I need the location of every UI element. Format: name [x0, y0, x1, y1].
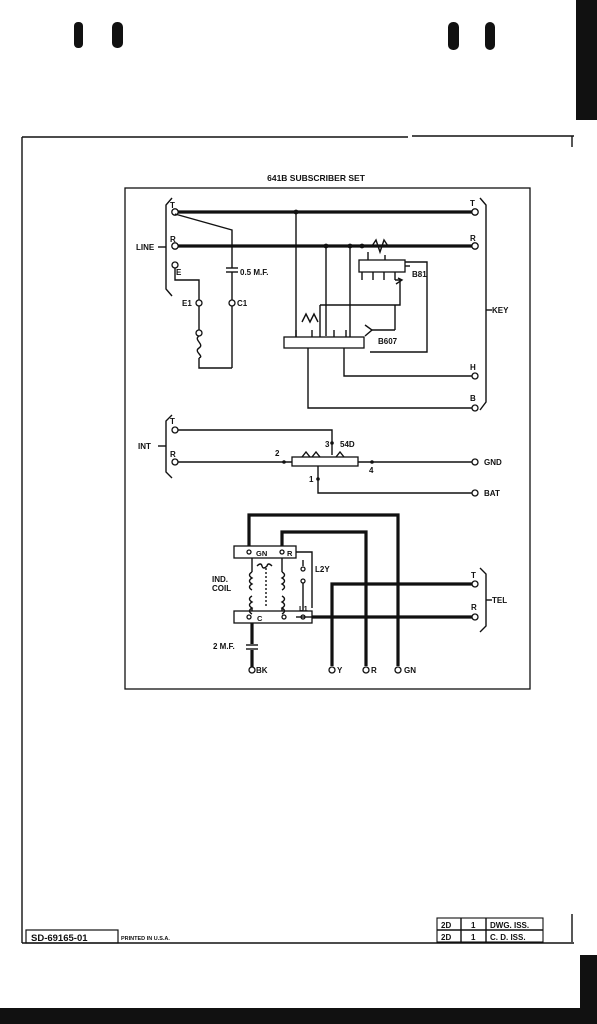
- gn-strip-label: GN: [256, 549, 267, 558]
- r-strip-label: R: [287, 549, 293, 558]
- drawing-border: [21, 135, 574, 944]
- c1-terminal: [228, 299, 236, 307]
- rev-2-number: 1: [471, 933, 476, 942]
- key-r-terminal: [471, 242, 479, 250]
- scan-edge-bottom: [580, 955, 597, 1024]
- gnd-label: GND: [484, 458, 502, 467]
- e1-terminal: [195, 299, 203, 307]
- key-r-label: R: [470, 234, 476, 243]
- e1-label: E1: [182, 299, 192, 308]
- gn-bottom-label: GN: [404, 666, 416, 675]
- n3-label: 3: [325, 440, 330, 449]
- b607-switch: [283, 336, 365, 349]
- printed-note: PRINTED IN U.S.A.: [121, 936, 170, 942]
- key-label: KEY: [492, 306, 509, 315]
- key-bracket: [479, 197, 487, 411]
- line-e-label: E: [176, 268, 182, 277]
- int-r-label: R: [170, 450, 176, 459]
- h-label: H: [470, 363, 476, 372]
- b-label: B: [470, 394, 476, 403]
- line-t-label: T: [170, 201, 175, 210]
- gn-terminal: [394, 666, 402, 674]
- l1-label: L1: [299, 604, 308, 613]
- scan-edge-top: [576, 0, 597, 120]
- b607-label: B607: [378, 337, 398, 346]
- drawing-number-block: SD-69165-01 PRINTED IN U.S.A.: [25, 929, 170, 944]
- tel-t-label: T: [471, 571, 476, 580]
- r-bottom-label: R: [371, 666, 377, 675]
- rev-2-description: C. D. ISS.: [490, 933, 526, 942]
- bat-label: BAT: [484, 489, 500, 498]
- int-t-label: T: [170, 417, 175, 426]
- line-bracket: [165, 197, 173, 297]
- h-terminal: [471, 372, 479, 380]
- bat-terminal: [471, 489, 479, 497]
- drawing-number: SD-69165-01: [31, 933, 88, 944]
- tel-bracket: [479, 567, 487, 633]
- line-section: LINE T R E T R 0.5 M.F. C1 E1: [136, 197, 479, 369]
- int-label: INT: [138, 442, 151, 451]
- tel-label: TEL: [492, 596, 507, 605]
- c-strip-label: C: [257, 614, 263, 623]
- n2-label: 2: [275, 449, 280, 458]
- bk-label: BK: [256, 666, 268, 675]
- rev-1-number: 1: [471, 921, 476, 930]
- l2y-label: L2Y: [315, 565, 330, 574]
- y-terminal: [328, 666, 336, 674]
- int-section: INT T R 3 54D 2 4 GND 1 BAT: [138, 414, 502, 498]
- key-54d-label: 54D: [340, 440, 355, 449]
- gnd-terminal: [471, 458, 479, 466]
- line-label: LINE: [136, 243, 155, 252]
- coil-label-1: IND.: [212, 575, 228, 584]
- drawing-title: 641B SUBSCRIBER SET: [267, 173, 366, 183]
- cap-05-label: 0.5 M.F.: [240, 268, 268, 277]
- y-label: Y: [337, 666, 343, 675]
- key-t-label: T: [470, 199, 475, 208]
- c1-label: C1: [237, 299, 248, 308]
- revision-block: 2D 1 DWG. ISS. 2D 1 C. D. ISS.: [436, 914, 573, 943]
- key-54d: [291, 456, 359, 467]
- diagram-frame: [124, 187, 531, 690]
- coil-section: GN R C IND. COIL L2Y L1: [212, 513, 507, 675]
- key-t-terminal: [471, 208, 479, 216]
- n4-label: 4: [369, 466, 374, 475]
- n1-label: 1: [309, 475, 314, 484]
- b-terminal: [471, 404, 479, 412]
- cap-2-label: 2 M.F.: [213, 642, 235, 651]
- r-terminal: [362, 666, 370, 674]
- bk-terminal: [248, 666, 256, 674]
- key-section: B81 B607 H B KEY: [283, 197, 509, 412]
- scan-edge-floor: [0, 1008, 597, 1024]
- tel-t-terminal: [471, 580, 479, 588]
- b81-label: B81: [412, 270, 427, 279]
- coil-label-2: COIL: [212, 584, 231, 593]
- tel-r-label: R: [471, 603, 477, 612]
- binder-holes: [74, 22, 495, 50]
- line-r-label: R: [170, 235, 176, 244]
- rev-1-issue: 2D: [441, 921, 451, 930]
- b81-relay: [358, 259, 406, 273]
- tel-r-terminal: [471, 613, 479, 621]
- rev-2-issue: 2D: [441, 933, 451, 942]
- rev-1-description: DWG. ISS.: [490, 921, 529, 930]
